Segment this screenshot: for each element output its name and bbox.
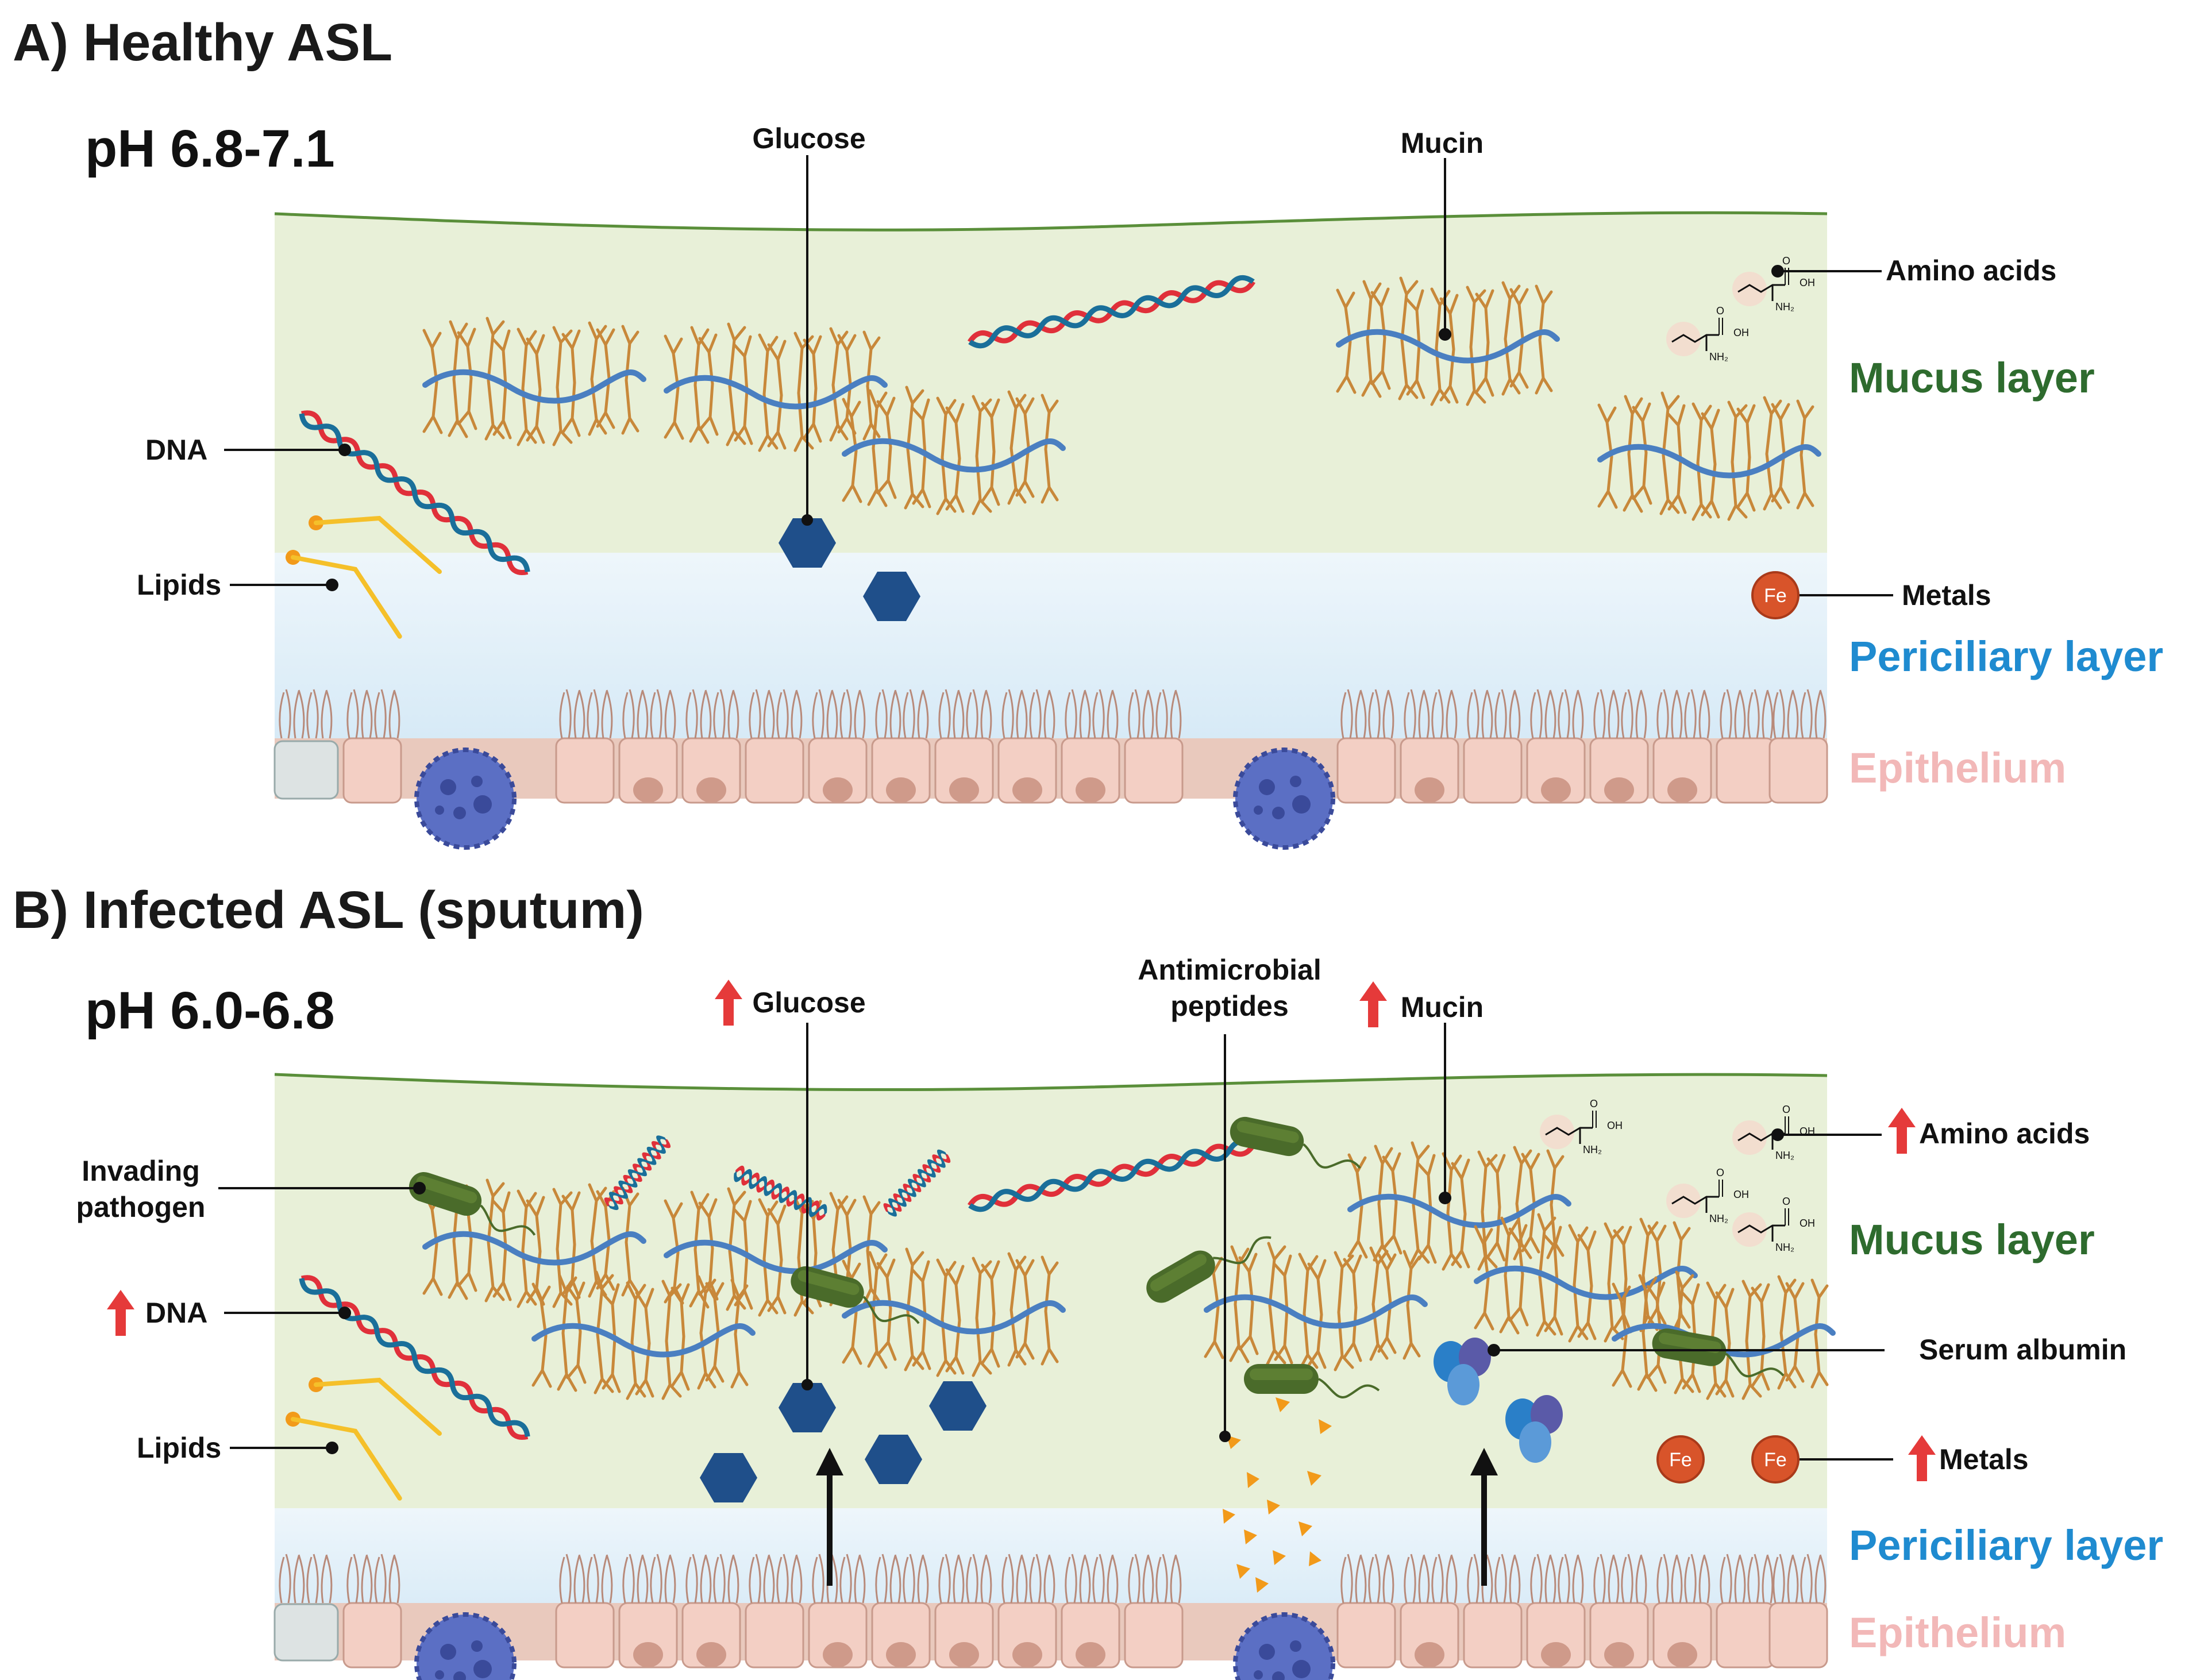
label-amino-acids: Amino acids [1919, 1118, 2090, 1150]
secretion-arrow [816, 1448, 843, 1586]
svg-text:NH₂: NH₂ [1775, 1150, 1794, 1161]
svg-text:NH₂: NH₂ [1709, 351, 1728, 363]
amino-acid-structures: OH NH₂ O OH NH₂ O OH NH₂ O OH NH₂ O [1539, 1098, 1815, 1253]
svg-text:O: O [1590, 1098, 1598, 1109]
epithelium-cells [273, 688, 1828, 847]
increase-arrow-dna [107, 1290, 134, 1336]
goblet-cell [417, 750, 514, 847]
svg-text:NH₂: NH₂ [1775, 301, 1794, 313]
svg-text:OH: OH [1607, 1120, 1623, 1131]
svg-text:O: O [1716, 1167, 1724, 1178]
panel-a: A) Healthy ASL pH 6.8-7.1 [13, 13, 2163, 847]
secretion-arrow [1470, 1448, 1498, 1586]
goblet-cell [1235, 750, 1333, 847]
panel-b-leaders [218, 1023, 1893, 1461]
label-metals: Metals [1902, 579, 1991, 611]
increase-arrow-glucose [715, 980, 742, 1026]
layer-label-mucus: Mucus layer [1849, 1216, 2095, 1263]
layer-label-periciliary: Periciliary layer [1849, 1521, 2163, 1569]
label-mucin: Mucin [1401, 127, 1484, 159]
increase-arrow-amino-acids [1888, 1108, 1916, 1154]
layer-label-periciliary: Periciliary layer [1849, 633, 2163, 680]
layer-label-epithelium: Epithelium [1849, 744, 2066, 792]
panel-b: B) Infected ASL (sputum) pH 6.0-6.8 [13, 881, 2163, 1680]
svg-text:OH: OH [1800, 277, 1815, 288]
panel-b-title: B) Infected ASL (sputum) [13, 881, 644, 939]
panel-a-title: A) Healthy ASL [13, 13, 392, 72]
label-pathogen-line2: pathogen [76, 1191, 206, 1223]
svg-text:OH: OH [1733, 1189, 1749, 1200]
svg-text:O: O [1782, 1104, 1790, 1115]
svg-text:O: O [1782, 1196, 1790, 1207]
svg-text:OH: OH [1733, 327, 1749, 338]
svg-text:NH₂: NH₂ [1709, 1213, 1728, 1224]
label-mucin: Mucin [1401, 991, 1484, 1023]
amino-acid-structures: OH NH₂ O OH NH₂ O [1665, 255, 1815, 363]
increase-arrow-metals [1908, 1435, 1936, 1481]
label-dna: DNA [145, 434, 207, 466]
svg-text:Fe: Fe [1764, 585, 1787, 607]
label-amino-acids: Amino acids [1886, 255, 2056, 287]
label-antimicrobial-line1: Antimicrobial [1138, 954, 1321, 986]
panel-b-ph: pH 6.0-6.8 [85, 981, 335, 1040]
svg-text:Fe: Fe [1764, 1449, 1787, 1471]
label-dna: DNA [145, 1297, 207, 1329]
label-antimicrobial-line2: peptides [1170, 990, 1289, 1022]
epithelium-cells [273, 1553, 1828, 1680]
antimicrobial-peptides [1223, 1397, 1332, 1593]
label-glucose: Glucose [752, 122, 865, 155]
layer-label-mucus: Mucus layer [1849, 354, 2095, 402]
increase-arrow-mucin [1359, 981, 1387, 1027]
svg-text:OH: OH [1800, 1217, 1815, 1229]
label-glucose: Glucose [752, 987, 865, 1019]
label-lipids: Lipids [137, 569, 221, 601]
panel-a-ph: pH 6.8-7.1 [85, 120, 335, 178]
iron-ion: Fe [1751, 1435, 1800, 1484]
label-pathogen-line1: Invading [82, 1155, 200, 1187]
svg-text:NH₂: NH₂ [1775, 1242, 1794, 1253]
panel-a-leaders [224, 155, 1893, 596]
svg-text:NH₂: NH₂ [1583, 1144, 1602, 1155]
svg-text:Fe: Fe [1669, 1449, 1692, 1471]
label-serum-albumin: Serum albumin [1919, 1334, 2126, 1366]
iron-ion: Fe [1656, 1435, 1705, 1484]
svg-text:O: O [1782, 255, 1790, 267]
svg-text:O: O [1716, 305, 1724, 317]
label-metals: Metals [1939, 1443, 2029, 1475]
iron-ion: Fe [1751, 571, 1800, 619]
layer-label-epithelium: Epithelium [1849, 1609, 2066, 1656]
label-lipids: Lipids [137, 1432, 221, 1464]
